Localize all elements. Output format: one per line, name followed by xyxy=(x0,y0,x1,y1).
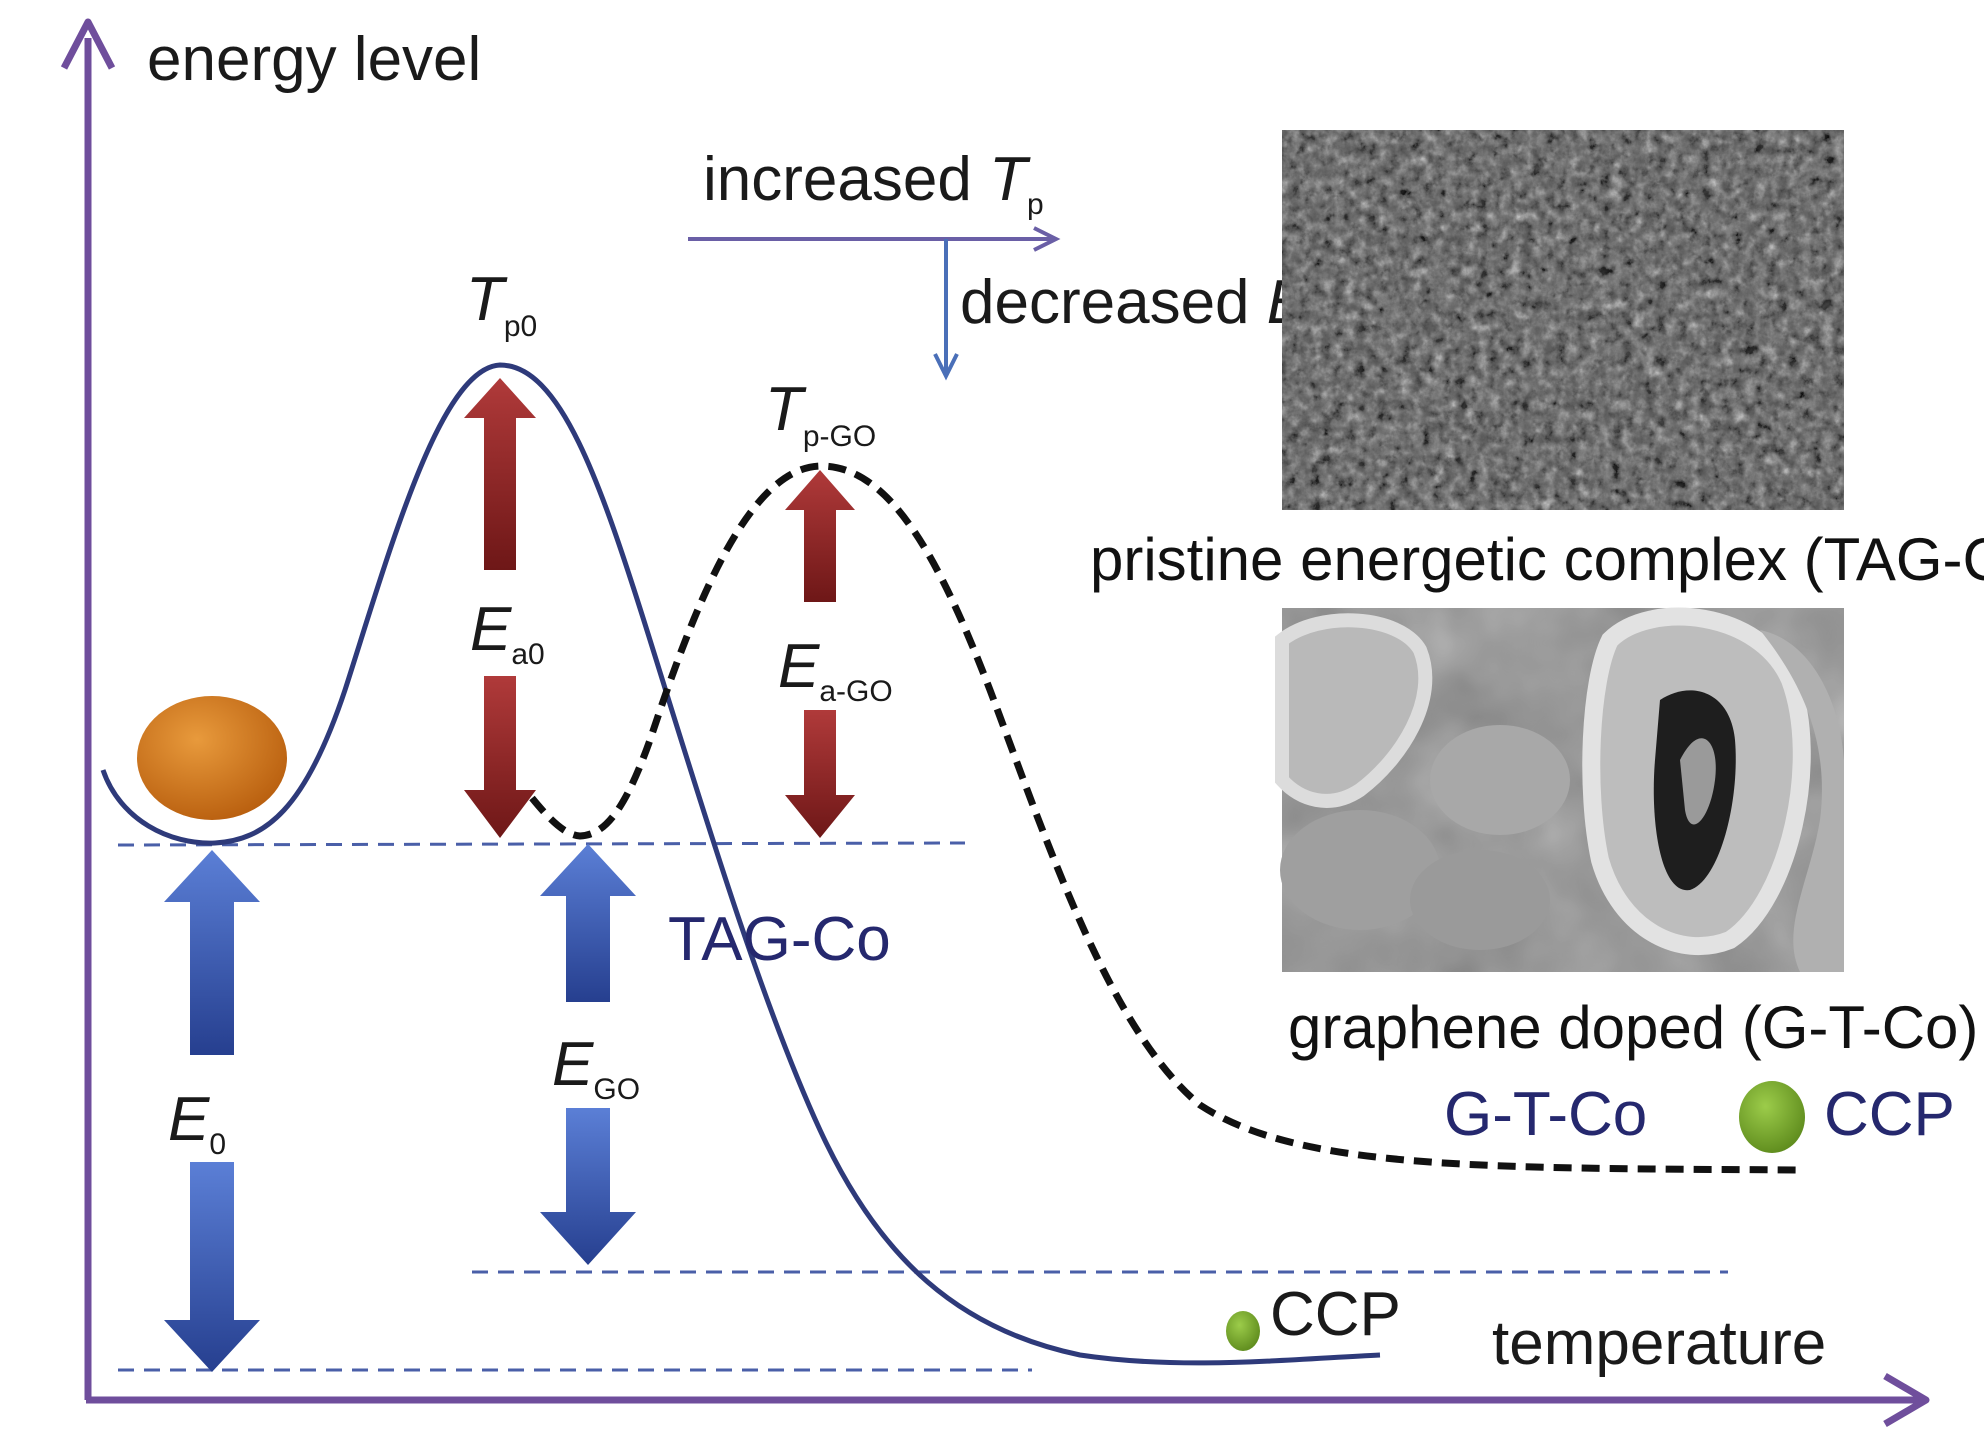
decreased-ea-label: decreased Ea xyxy=(960,268,1325,344)
tpgo-symbol: T xyxy=(765,375,807,444)
tpgo-label: Tp-GO xyxy=(765,375,876,453)
sem-image-graphene xyxy=(1275,607,1844,972)
decreased-arrow-head xyxy=(933,353,959,381)
x-axis-arrowhead xyxy=(1883,1372,1930,1428)
x-axis-label: temperature xyxy=(1492,1309,1826,1378)
e0-label: E0 xyxy=(168,1085,226,1161)
tagco-energy-curve xyxy=(100,362,1381,1366)
ego-label: EGO xyxy=(552,1030,640,1106)
eago-arrow xyxy=(785,470,855,838)
e0-arrow xyxy=(164,850,260,1372)
increased-arrow-head xyxy=(1033,226,1061,252)
ego-arrow-down xyxy=(540,1108,636,1265)
y-axis-label: energy level xyxy=(147,25,481,94)
ea0-arrow-down xyxy=(464,676,536,838)
ego-symbol: E xyxy=(552,1030,594,1099)
ea0-symbol: E xyxy=(470,595,512,664)
pristine-caption: pristine energetic complex (TAG-Co) xyxy=(1090,526,1984,593)
ccp-label-high: CCP xyxy=(1824,1080,1955,1149)
ego-arrow xyxy=(540,844,636,1265)
shift-indicator: increased Tp decreased Ea xyxy=(688,145,1325,381)
eago-arrow-up xyxy=(785,470,855,602)
increased-tp-label: increased Tp xyxy=(703,145,1044,221)
increased-symbol: T xyxy=(989,145,1031,214)
ego-sub: GO xyxy=(593,1073,640,1106)
ea0-sub: a0 xyxy=(511,638,544,671)
ea0-arrow xyxy=(464,378,536,838)
sem-image-pristine xyxy=(1282,130,1844,510)
axes: energy level temperature xyxy=(60,18,1930,1428)
e0-sub: 0 xyxy=(209,1128,226,1161)
reference-lines xyxy=(117,841,1728,1372)
eago-arrow-down xyxy=(785,710,855,838)
tp0-label: Tp0 xyxy=(466,265,537,343)
eago-label: Ea-GO xyxy=(778,632,893,708)
y-axis-arrowhead xyxy=(60,18,116,70)
e0-arrow-up xyxy=(164,850,260,1055)
tp0-symbol: T xyxy=(466,265,508,334)
tp0-sub: p0 xyxy=(504,310,537,343)
ccp-label-low: CCP xyxy=(1270,1280,1401,1349)
eago-symbol: E xyxy=(778,632,820,701)
ea0-arrow-up xyxy=(464,378,536,570)
gtco-curve-label: G-T-Co xyxy=(1444,1080,1647,1149)
eago-sub: a-GO xyxy=(819,675,892,708)
e0-level-line xyxy=(117,841,966,847)
tpgo-sub: p-GO xyxy=(803,420,876,453)
decreased-text: decreased xyxy=(960,268,1267,337)
gtco-energy-curve xyxy=(529,462,1806,1174)
ccp-ball-low xyxy=(1226,1311,1260,1351)
graphene-caption: graphene doped (G-T-Co) xyxy=(1288,994,1978,1061)
ego-arrow-up xyxy=(540,844,636,1002)
e0-arrow-down xyxy=(164,1162,260,1372)
ea0-label: Ea0 xyxy=(470,595,545,671)
e0-symbol: E xyxy=(168,1085,210,1154)
reactant-ball xyxy=(137,696,287,820)
increased-sub: p xyxy=(1027,188,1044,221)
increased-text: increased xyxy=(703,145,989,214)
tagco-curve-label: TAG-Co xyxy=(668,905,891,974)
ccp-ball-high xyxy=(1739,1081,1805,1153)
